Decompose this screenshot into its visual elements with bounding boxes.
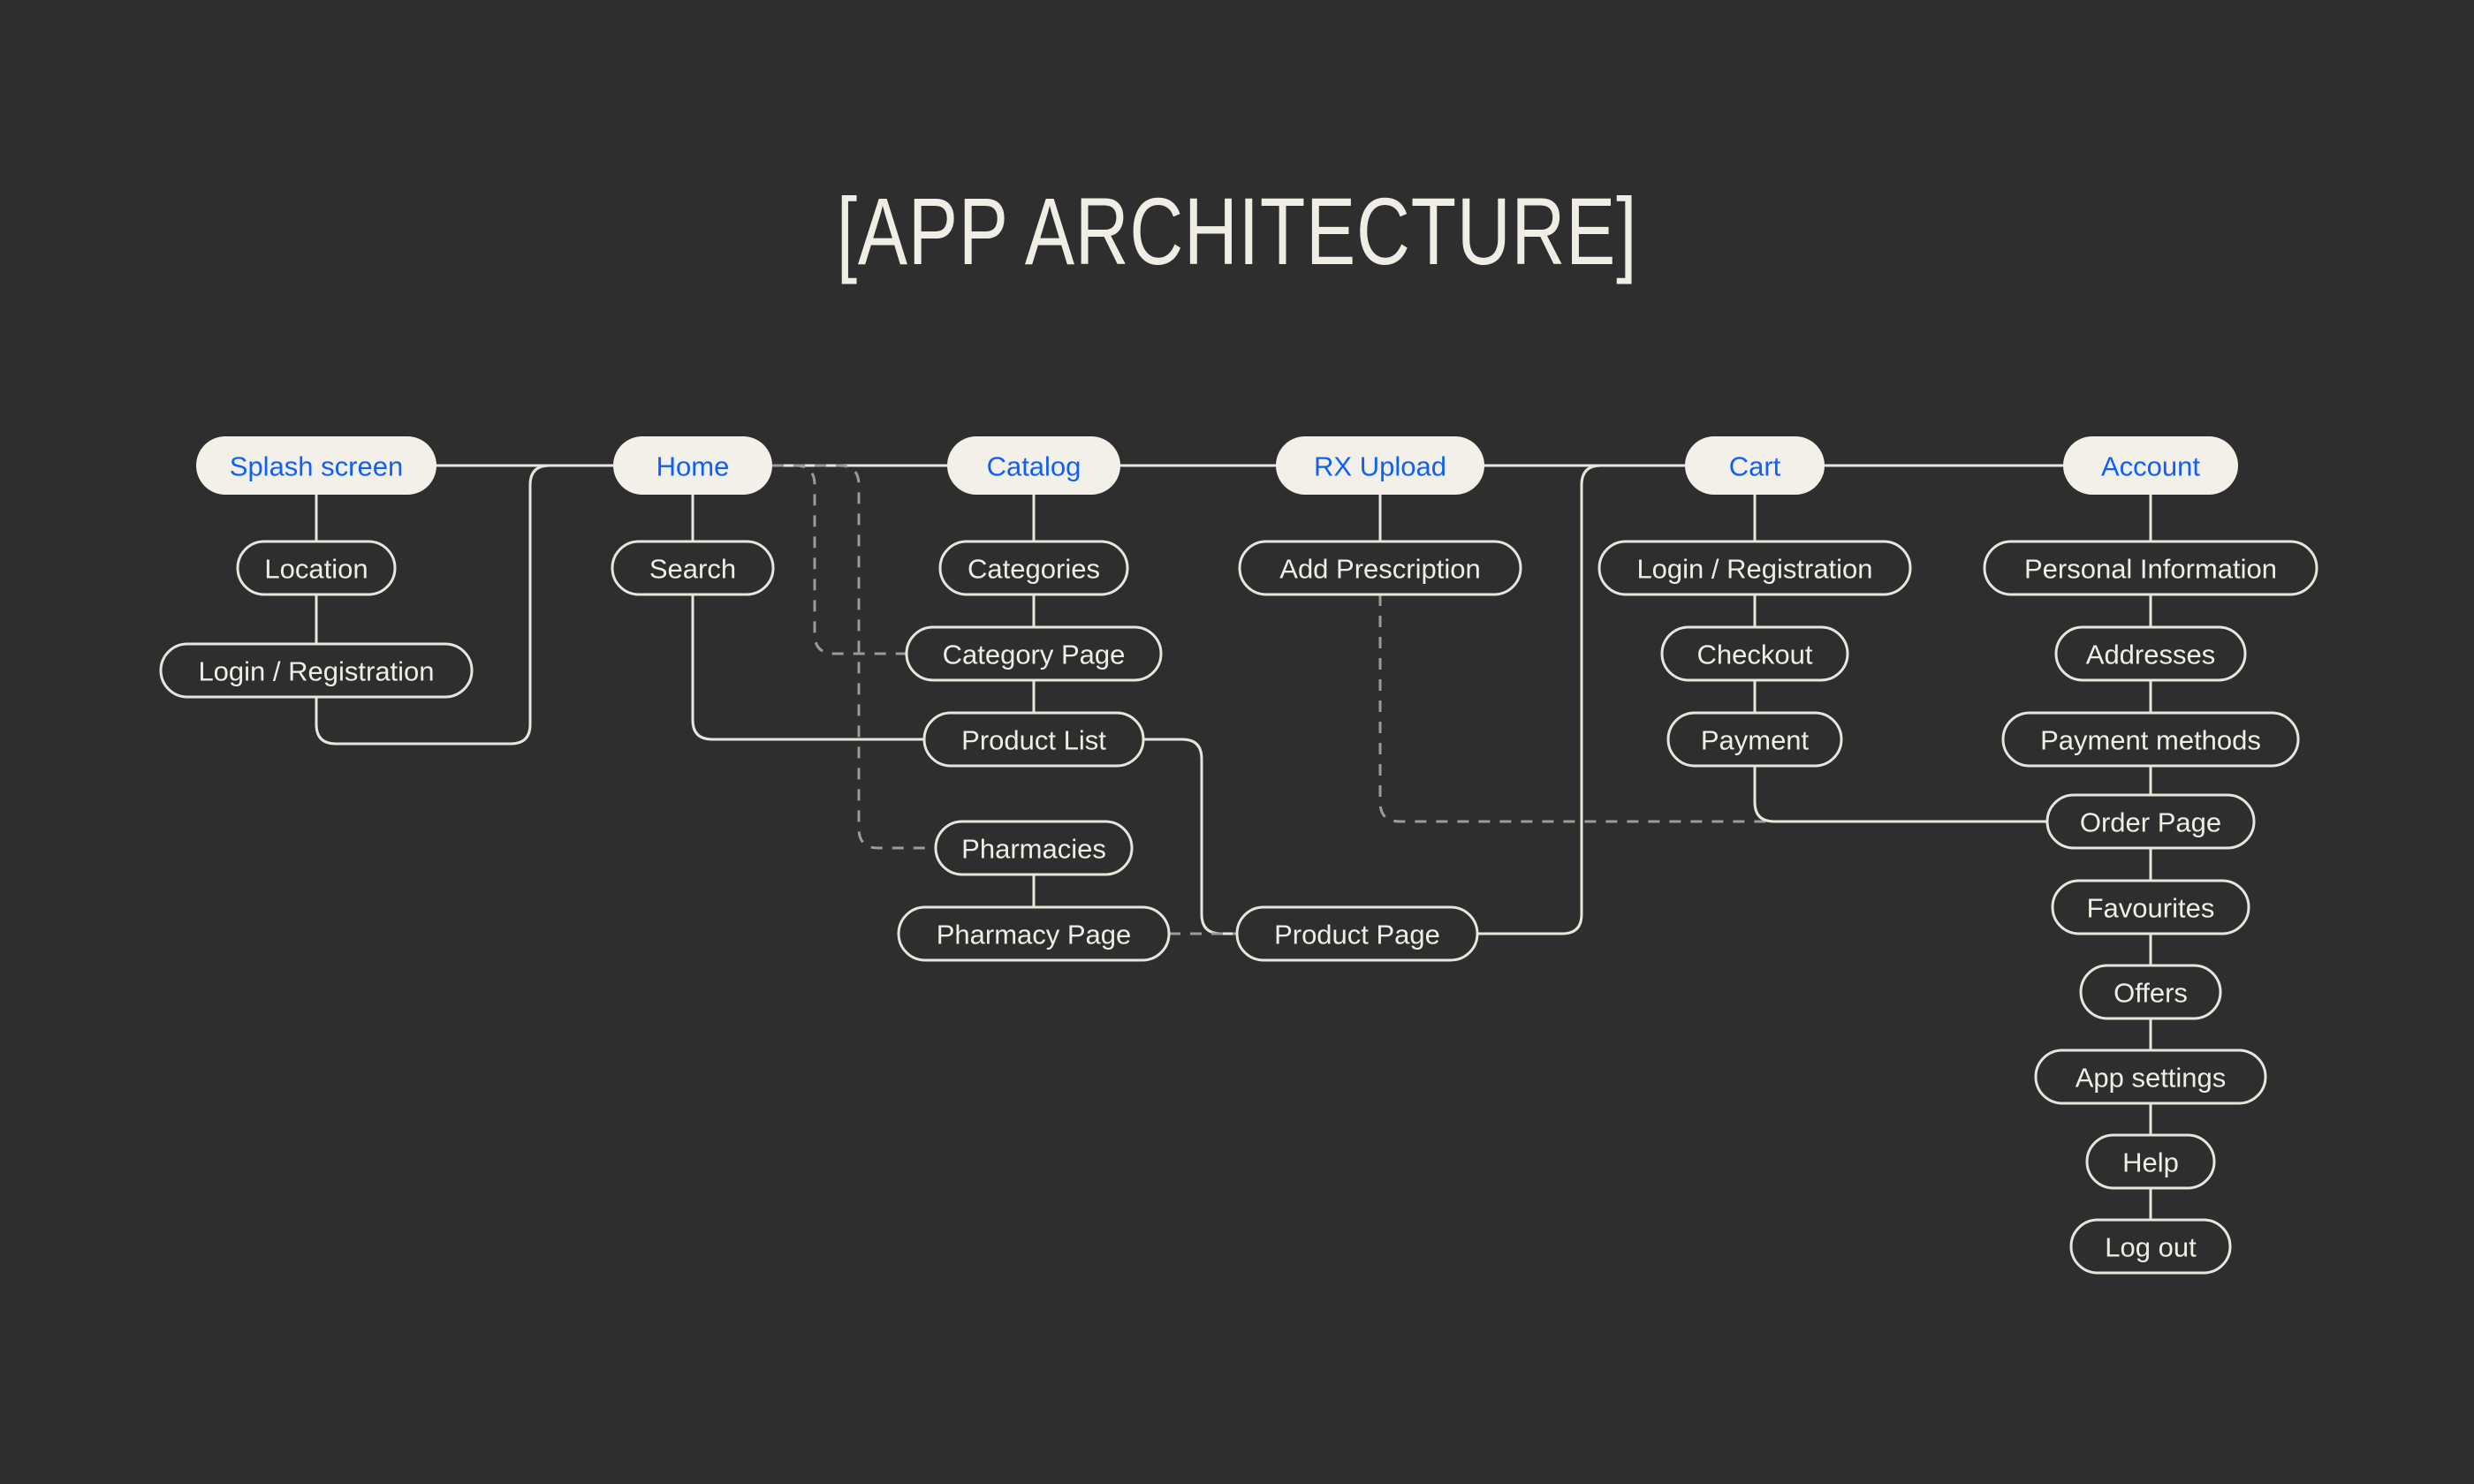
node-pill: [1276, 436, 1484, 495]
header-node-rx-upload[interactable]: RX Upload: [1276, 436, 1484, 495]
node-label: Pharmacies: [961, 834, 1106, 865]
header-node-splash-screen[interactable]: Splash screen: [196, 436, 436, 495]
node-help[interactable]: Help: [2085, 1133, 2216, 1190]
node-label: Product List: [961, 725, 1106, 756]
node-pill: [934, 820, 1134, 876]
edge-home-categorypage-dashed: [772, 464, 907, 655]
header-node-catalog[interactable]: Catalog: [947, 436, 1120, 495]
edge-login-spine-loop: [315, 464, 613, 746]
node-pharmacy-page[interactable]: Pharmacy Page: [897, 905, 1171, 962]
node-login-registration[interactable]: Login / Registration: [159, 642, 474, 699]
node-label: Favourites: [2087, 893, 2215, 924]
node-favourites[interactable]: Favourites: [2051, 879, 2250, 935]
node-pill: [1238, 540, 1522, 596]
node-pill: [1235, 905, 1479, 962]
node-log-out[interactable]: Log out: [2069, 1218, 2232, 1275]
node-label: Log out: [2105, 1232, 2197, 1263]
node-label: Category Page: [943, 640, 1126, 670]
edge-productlist-productpage: [1143, 738, 1237, 935]
node-label: Order Page: [2080, 807, 2221, 838]
node-location[interactable]: Location: [236, 540, 397, 596]
node-pill: [2054, 625, 2247, 682]
node-label: Cart: [1729, 451, 1781, 482]
node-label: Categories: [968, 554, 1100, 585]
node-categories[interactable]: Categories: [938, 540, 1129, 596]
node-pill: [2069, 1218, 2232, 1275]
node-category-page[interactable]: Category Page: [905, 625, 1163, 682]
node-pill: [938, 540, 1129, 596]
node-label: Checkout: [1697, 640, 1813, 670]
node-label: Splash screen: [230, 451, 403, 482]
header-node-home[interactable]: Home: [613, 436, 772, 495]
edge-home-pharmacies-dashed: [772, 464, 936, 850]
node-label: Home: [656, 451, 730, 482]
node-checkout[interactable]: Checkout: [1660, 625, 1849, 682]
node-label: App settings: [2076, 1063, 2227, 1094]
node-order-page[interactable]: Order Page: [2045, 793, 2256, 850]
header-node-account[interactable]: Account: [2063, 436, 2238, 495]
node-pill: [236, 540, 397, 596]
node-label: Payment: [1701, 725, 1810, 756]
node-pill: [1666, 711, 1843, 768]
node-pill: [947, 436, 1120, 495]
edge-layer: [315, 464, 2152, 1220]
node-label: Add Prescription: [1279, 554, 1480, 585]
node-pill: [2034, 1049, 2267, 1105]
node-product-list[interactable]: Product List: [922, 711, 1145, 768]
node-pill: [897, 905, 1171, 962]
node-payment[interactable]: Payment: [1666, 711, 1843, 768]
node-product-page[interactable]: Product Page: [1235, 905, 1479, 962]
node-pill: [2079, 964, 2222, 1020]
node-label: Login / Registration: [198, 656, 434, 687]
node-search[interactable]: Search: [611, 540, 775, 596]
node-label: Pharmacy Page: [937, 920, 1132, 950]
node-label: Help: [2122, 1147, 2179, 1178]
node-label: Addresses: [2086, 640, 2215, 670]
node-pill: [2085, 1133, 2216, 1190]
node-pill: [2051, 879, 2250, 935]
node-label: Offers: [2114, 978, 2188, 1009]
edge-search-productlist: [691, 594, 924, 741]
node-payment-methods[interactable]: Payment methods: [2001, 711, 2300, 768]
node-pill: [159, 642, 474, 699]
node-login-registration[interactable]: Login / Registration: [1597, 540, 1912, 596]
node-pharmacies[interactable]: Pharmacies: [934, 820, 1134, 876]
edge-productpage-cart: [1477, 464, 1685, 935]
node-label: Location: [264, 554, 368, 585]
node-pill: [613, 436, 772, 495]
edge-addprescription-orderpage-dashed: [1378, 594, 2047, 823]
node-label: Payment methods: [2040, 725, 2261, 756]
node-pill: [611, 540, 775, 596]
page-title: [APP ARCHITECTURE]: [836, 178, 1638, 284]
node-label: Account: [2101, 451, 2200, 482]
node-add-prescription[interactable]: Add Prescription: [1238, 540, 1522, 596]
node-app-settings[interactable]: App settings: [2034, 1049, 2267, 1105]
node-label: Personal Information: [2024, 554, 2277, 585]
node-pill: [2001, 711, 2300, 768]
node-label: Catalog: [987, 451, 1081, 482]
node-pill: [1660, 625, 1849, 682]
node-pill: [2063, 436, 2238, 495]
node-pill: [196, 436, 436, 495]
node-pill: [1685, 436, 1825, 495]
node-label: RX Upload: [1314, 451, 1446, 482]
edge-payment-orderpage: [1753, 766, 2047, 823]
node-label: Product Page: [1274, 920, 1440, 950]
node-personal-information[interactable]: Personal Information: [1983, 540, 2318, 596]
node-label: Login / Registration: [1636, 554, 1872, 585]
node-pill: [1983, 540, 2318, 596]
node-pill: [922, 711, 1145, 768]
node-offers[interactable]: Offers: [2079, 964, 2222, 1020]
header-node-cart[interactable]: Cart: [1685, 436, 1825, 495]
node-label: Search: [649, 554, 736, 585]
node-addresses[interactable]: Addresses: [2054, 625, 2247, 682]
node-pill: [1597, 540, 1912, 596]
node-pill: [2045, 793, 2256, 850]
node-pill: [905, 625, 1163, 682]
